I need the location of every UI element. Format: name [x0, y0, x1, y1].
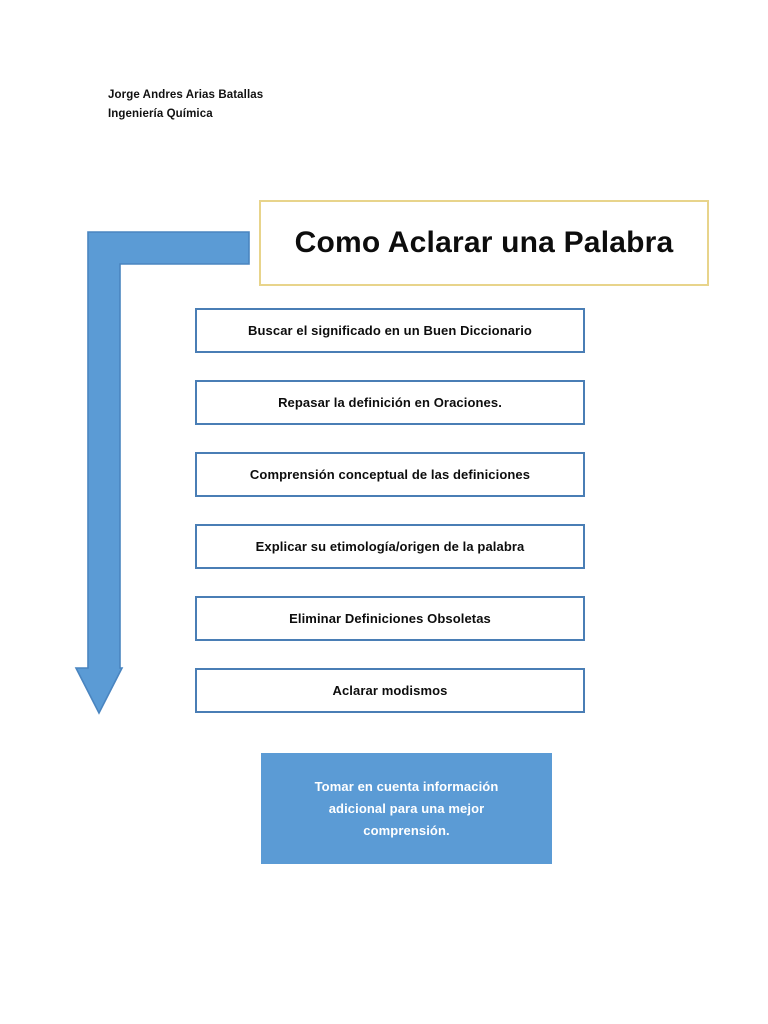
- author-name: Jorge Andres Arias Batallas: [108, 89, 264, 101]
- step-label: Explicar su etimología/origen de la pala…: [255, 539, 525, 554]
- diagram-title-box: Como Aclarar una Palabra: [259, 200, 709, 286]
- step-label: Repasar la definición en Oraciones.: [278, 395, 502, 410]
- step-box-1: Buscar el significado en un Buen Diccion…: [195, 308, 585, 353]
- note-line-2: adicional para una mejor: [328, 800, 485, 816]
- note-line-3: comprensión.: [363, 822, 450, 838]
- step-label: Aclarar modismos: [332, 683, 448, 698]
- note-box: Tomar en cuenta información adicional pa…: [261, 753, 552, 864]
- step-box-6: Aclarar modismos: [195, 668, 585, 713]
- step-label: Buscar el significado en un Buen Diccion…: [248, 323, 532, 338]
- step-box-4: Explicar su etimología/origen de la pala…: [195, 524, 585, 569]
- step-box-2: Repasar la definición en Oraciones.: [195, 380, 585, 425]
- step-label: Eliminar Definiciones Obsoletas: [289, 611, 491, 626]
- author-header: Jorge Andres Arias Batallas Ingeniería Q…: [108, 86, 528, 124]
- author-program: Ingeniería Química: [108, 108, 213, 120]
- note-line-1: Tomar en cuenta información: [314, 778, 499, 794]
- page-title: Como Aclarar una Palabra: [294, 226, 674, 259]
- step-label: Comprensión conceptual de las definicion…: [249, 467, 531, 482]
- step-box-5: Eliminar Definiciones Obsoletas: [195, 596, 585, 641]
- step-box-3: Comprensión conceptual de las definicion…: [195, 452, 585, 497]
- step-list: Buscar el significado en un Buen Diccion…: [195, 308, 585, 713]
- note-text: Tomar en cuenta información adicional pa…: [315, 776, 499, 842]
